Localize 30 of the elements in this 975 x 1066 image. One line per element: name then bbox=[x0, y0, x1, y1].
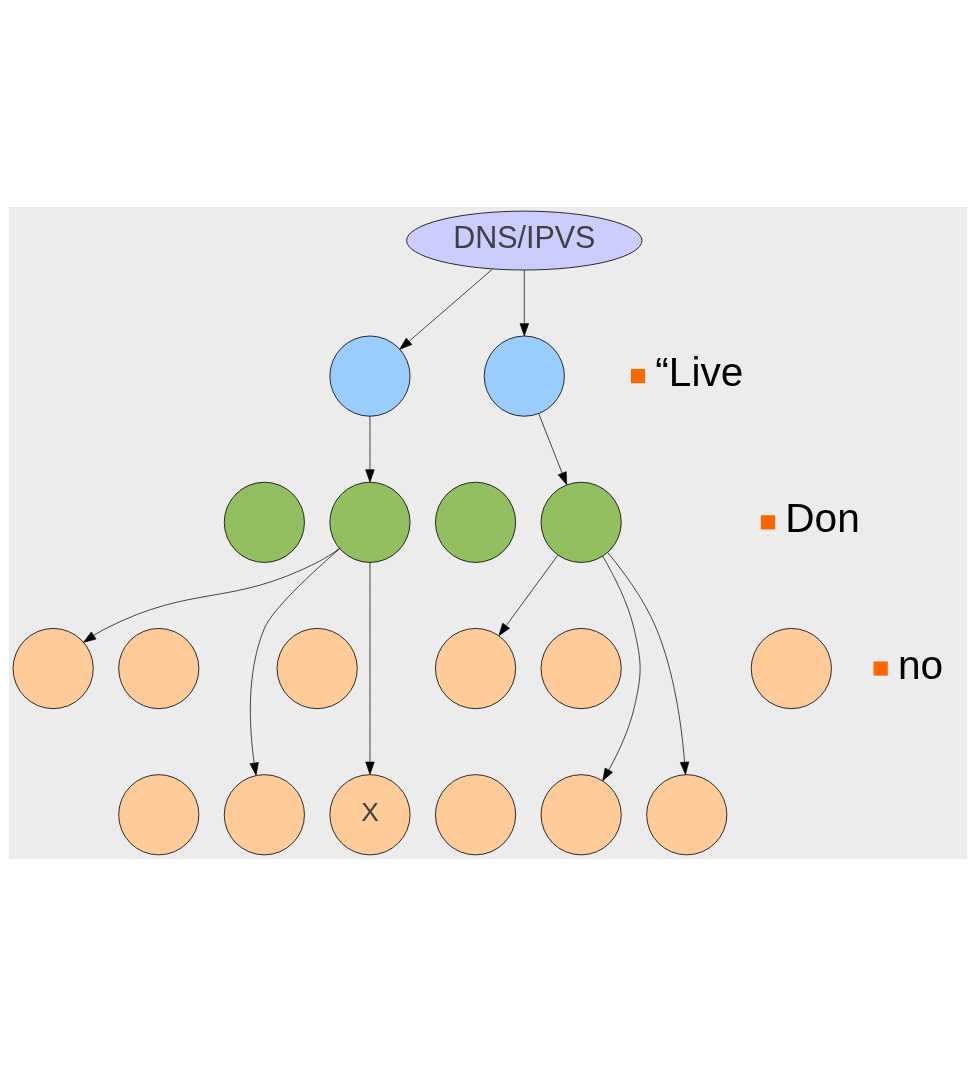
node-ellipse: DNS/IPVS bbox=[405, 210, 642, 271]
arrow bbox=[607, 552, 689, 775]
node-circle bbox=[750, 628, 832, 710]
node-circle bbox=[645, 774, 727, 856]
node-circle bbox=[483, 335, 565, 417]
node-circle bbox=[223, 774, 305, 856]
label: “Live bbox=[654, 349, 743, 396]
label: Don bbox=[784, 495, 860, 542]
node-circle bbox=[540, 774, 622, 856]
arrow bbox=[498, 555, 558, 636]
arrow bbox=[364, 416, 375, 483]
node-circle bbox=[434, 628, 516, 710]
node-circle bbox=[434, 481, 516, 563]
arrow bbox=[249, 548, 340, 776]
arrow bbox=[398, 268, 493, 350]
arrow bbox=[601, 556, 640, 782]
node-circle bbox=[117, 774, 199, 856]
node-circle: X bbox=[328, 774, 410, 856]
arrow bbox=[364, 562, 375, 775]
arrow bbox=[519, 269, 529, 337]
node-circle bbox=[276, 628, 358, 710]
label: no bbox=[897, 641, 943, 688]
arrow bbox=[537, 413, 567, 485]
node-circle bbox=[328, 481, 410, 563]
node-circle bbox=[223, 481, 305, 563]
arrow bbox=[82, 548, 340, 643]
node-circle bbox=[434, 774, 516, 856]
node-circle bbox=[540, 628, 622, 710]
node-circle bbox=[117, 628, 199, 710]
node-circle bbox=[540, 481, 622, 563]
